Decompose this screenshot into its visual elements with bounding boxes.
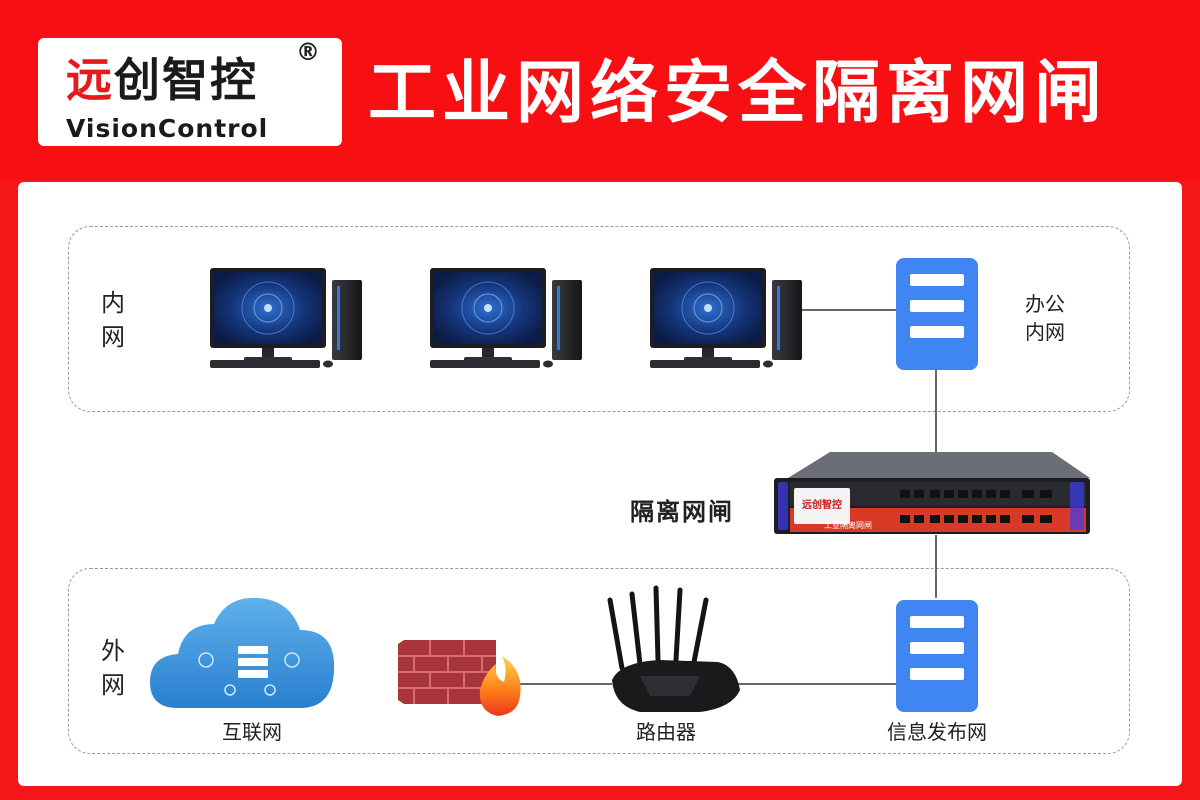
- inner-network-label: 内 网: [101, 289, 125, 351]
- page-title: 工业网络安全隔离网闸: [368, 54, 1109, 133]
- gatekeeper-label: 隔离网闸: [630, 498, 734, 526]
- gatekeeper-device-icon: 远创智控 工业隔离网闸: [774, 452, 1090, 534]
- logo-chinese: 远创智控: [66, 52, 258, 108]
- publish-server-icon: [896, 600, 978, 712]
- header-bar: 远创智控 VisionControl ® 工业网络安全隔离网闸: [0, 0, 1200, 180]
- firewall-icon: [398, 640, 521, 716]
- router-icon: [607, 585, 740, 712]
- desktop-computer-icon: [209, 267, 363, 369]
- gatekeeper-face-brand: 远创智控: [802, 498, 842, 511]
- connection-lines: [516, 309, 937, 685]
- router-label: 路由器: [636, 720, 696, 744]
- desktop-computer-icon: [649, 267, 803, 369]
- outer-network-zone: [68, 568, 1130, 754]
- internet-label: 互联网: [222, 720, 282, 744]
- logo-chinese-rest: 创智控: [114, 53, 258, 107]
- outer-network-label: 外 网: [101, 637, 125, 699]
- info-publish-label: 信息发布网: [887, 720, 987, 744]
- logo: 远创智控 VisionControl ®: [38, 38, 342, 146]
- registered-mark: ®: [296, 38, 320, 66]
- cloud-icon: [150, 597, 335, 708]
- inner-network-zone: [68, 226, 1130, 412]
- gatekeeper-face-text: 工业隔离网闸: [824, 520, 872, 530]
- desktop-computer-icon: [429, 267, 583, 369]
- logo-english: VisionControl: [66, 114, 269, 143]
- logo-chinese-first: 远: [66, 53, 114, 107]
- office-lan-label: 办公 内网: [1025, 292, 1065, 344]
- office-server-icon: [896, 258, 978, 370]
